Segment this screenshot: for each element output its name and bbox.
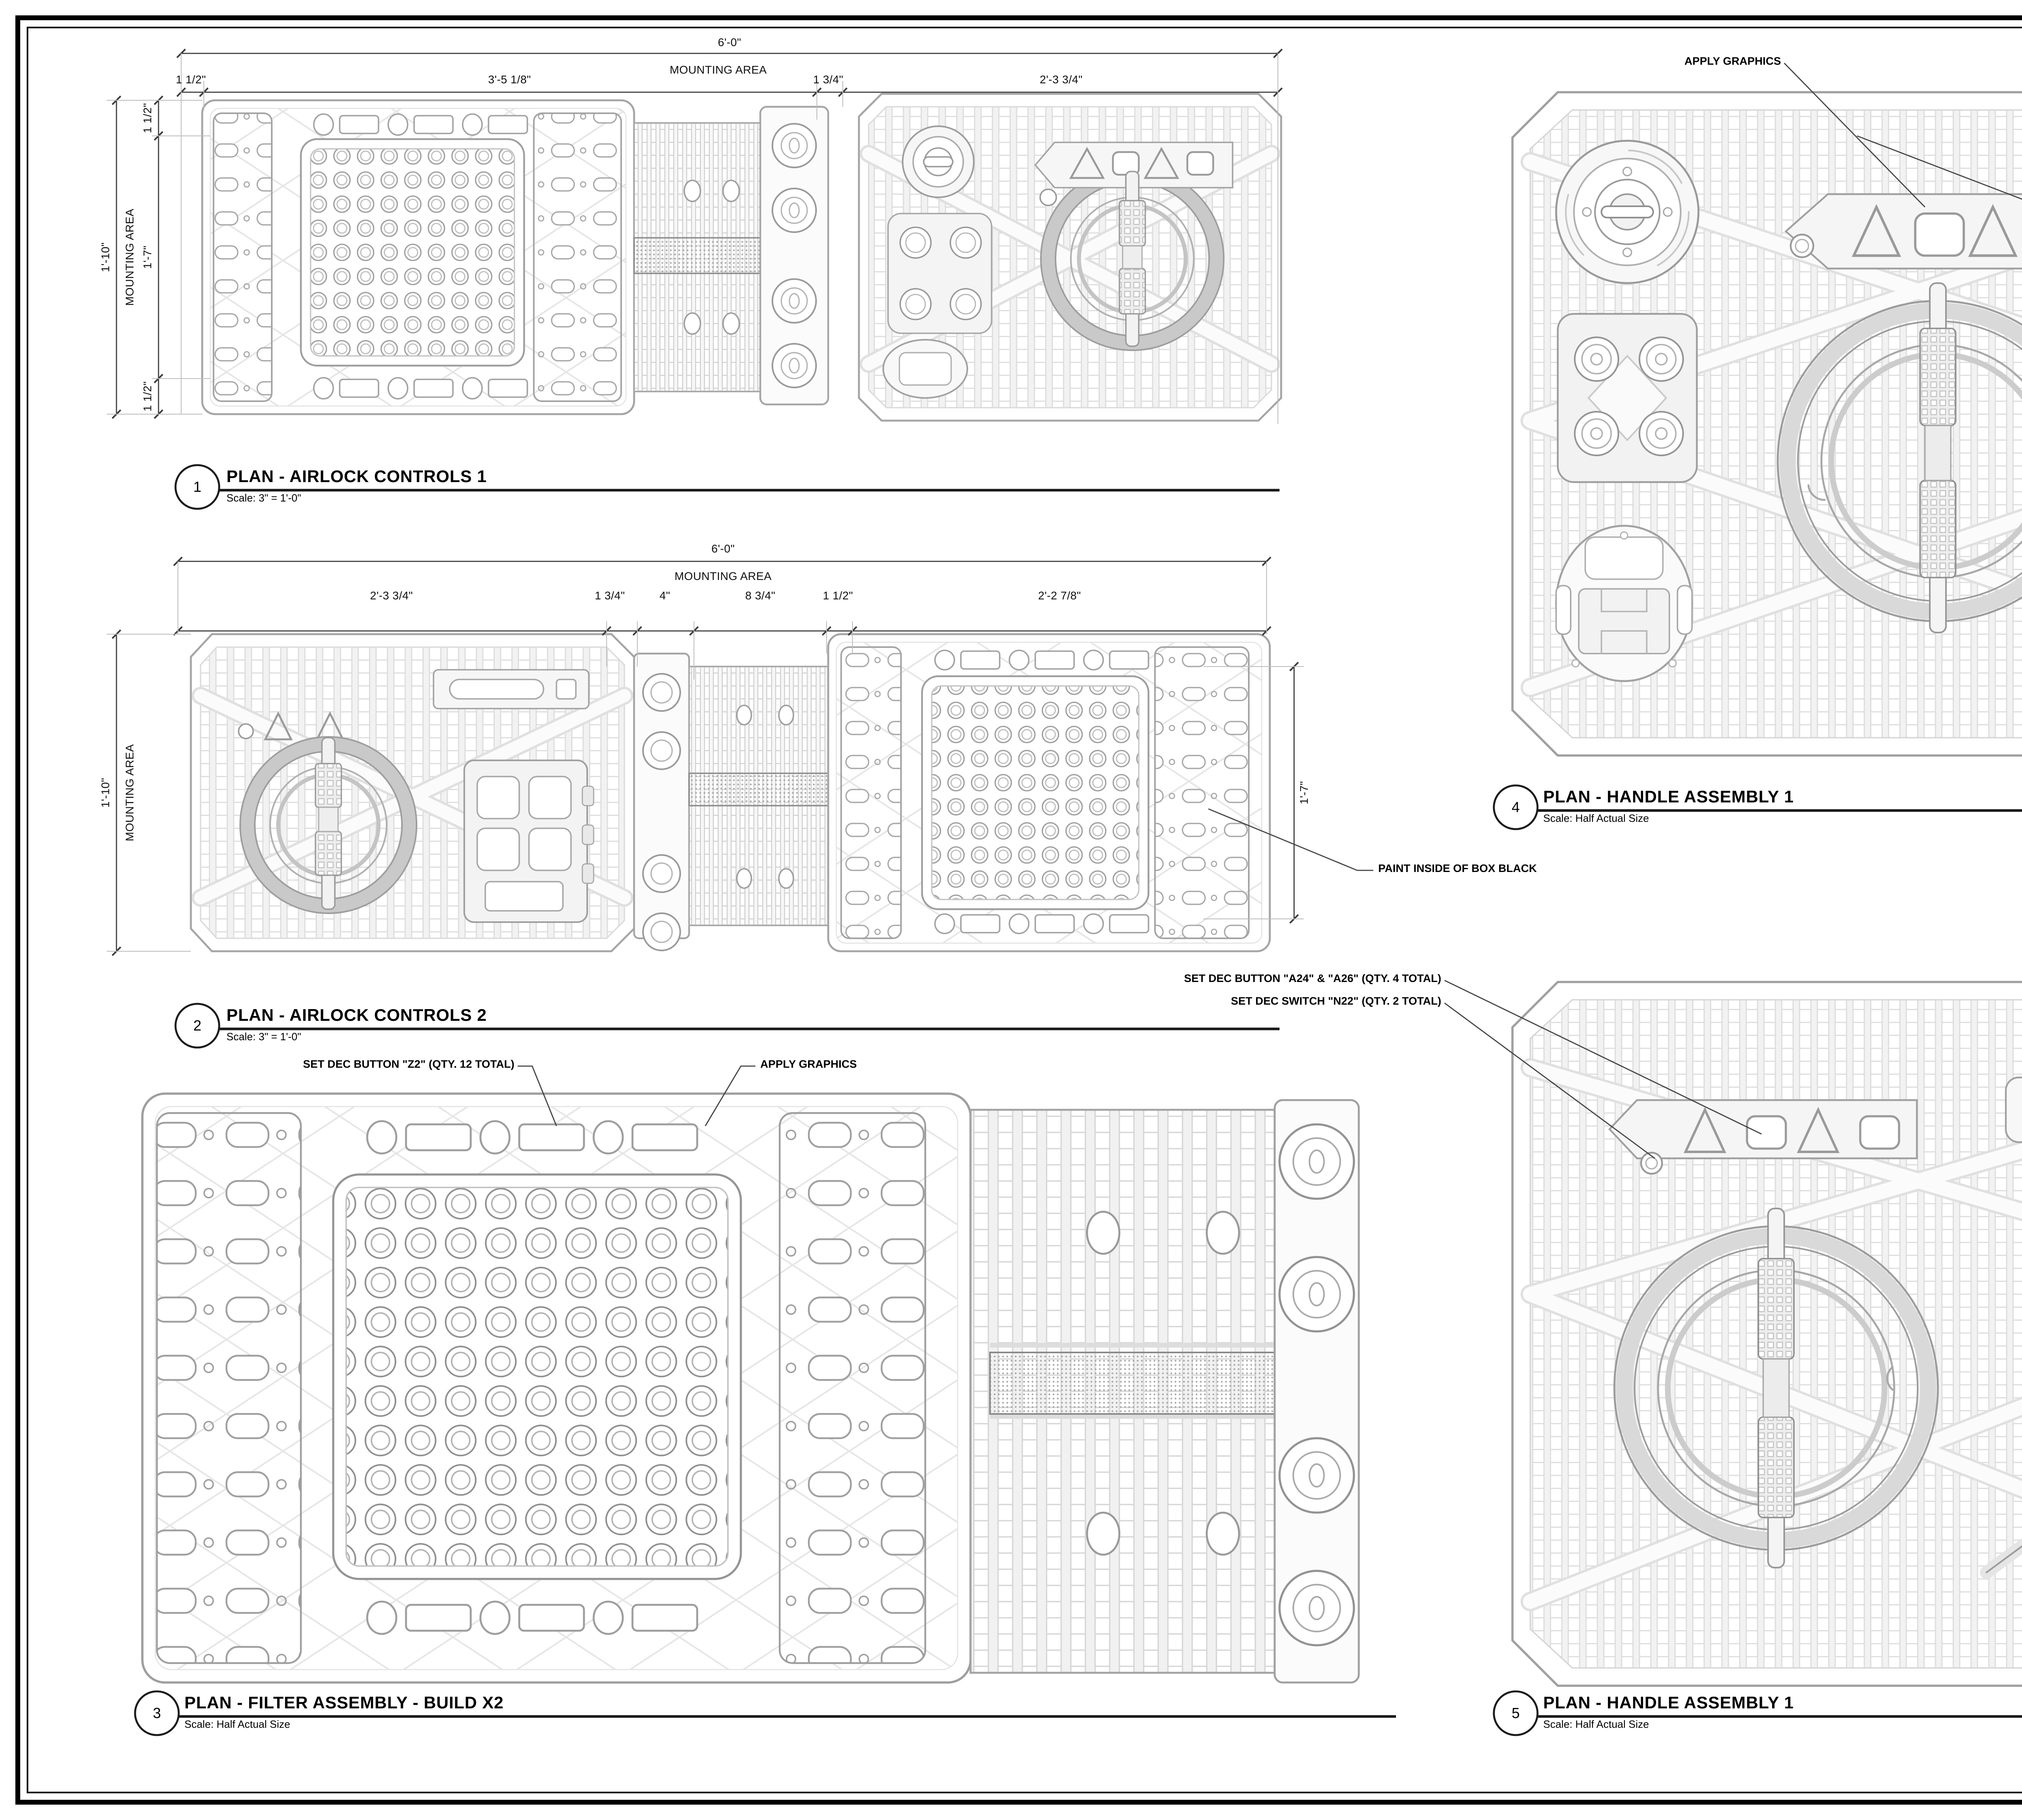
plan4-scale: Scale: Half Actual Size: [1543, 814, 1649, 825]
p1-dim-seg1: 3'-5 1/8": [488, 75, 531, 87]
plan5-number: 5: [1511, 1705, 1520, 1721]
note-apply-graphics-p4: APPLY GRAPHICS: [1684, 57, 1781, 68]
p2-dim-seg2: 4": [659, 591, 670, 603]
note-set-dec-button-a24: SET DEC BUTTON "A24" & "A26" (QTY. 4 TOT…: [1184, 974, 1441, 985]
extension-lines: [107, 53, 1304, 952]
p2-dim-right: 1'-7": [1300, 781, 1311, 804]
plan1-drawing: [201, 93, 1282, 422]
plan4-title: PLAN - HANDLE ASSEMBLY 1: [1543, 788, 1794, 807]
p1-dim-seg0: 1 1/2": [176, 75, 206, 87]
plan3-title: PLAN - FILTER ASSEMBLY - BUILD X2: [184, 1694, 504, 1713]
p1-dim-left-seg0: 1 1/2": [143, 103, 154, 133]
plan-title-marks: [134, 464, 2022, 1736]
plan5-scale: Scale: Half Actual Size: [1543, 1720, 1649, 1731]
note-apply-graphics-p2: APPLY GRAPHICS: [760, 1060, 857, 1071]
plan2-drawing: [190, 633, 1271, 952]
plan5-title: PLAN - HANDLE ASSEMBLY 1: [1543, 1694, 1794, 1713]
p2-dim-left-area: MOUNTING AREA: [125, 744, 137, 842]
plan1-title: PLAN - AIRLOCK CONTROLS 1: [226, 468, 487, 487]
p1-dim-seg2: 1 3/4": [813, 75, 844, 87]
plan4-number: 4: [1511, 799, 1520, 815]
plan5-drawing: [1511, 981, 2022, 1687]
plan3-scale: Scale: Half Actual Size: [184, 1720, 290, 1731]
note-set-dec-switch-n22: SET DEC SWITCH "N22" (QTY. 2 TOTAL): [1231, 997, 1441, 1008]
plan2-scale: Scale: 3" = 1'-0": [226, 1032, 301, 1043]
p2-dim-left-total: 1'-10": [101, 778, 112, 808]
p2-dim-seg4: 1 1/2": [823, 591, 853, 603]
p2-dim-seg5: 2'-2 7/8": [1038, 591, 1081, 603]
p1-dim-left-seg1: 1'-7": [143, 245, 154, 269]
plan2-number: 2: [193, 1018, 202, 1034]
p2-dim-total: 6'-0": [711, 544, 735, 556]
sheet-border: [15, 15, 2022, 1805]
leader-lines: [518, 63, 2022, 1159]
p2-dim-seg0: 2'-3 3/4": [370, 591, 413, 603]
p2-dim-area: MOUNTING AREA: [674, 572, 772, 583]
p1-dim-left-seg2: 1 1/2": [143, 381, 154, 412]
plan1-number: 1: [193, 479, 202, 495]
plan3-drawing: [141, 1092, 1360, 1684]
plan3-number: 3: [152, 1705, 161, 1721]
p1-dim-seg3: 2'-3 3/4": [1039, 75, 1083, 87]
p1-dim-total: 6'-0": [718, 38, 741, 49]
p1-dim-left-total: 1'-10": [101, 242, 112, 272]
p1-dim-area: MOUNTING AREA: [669, 66, 767, 77]
note-set-dec-button-z2: SET DEC BUTTON "Z2" (QTY. 12 TOTAL): [303, 1060, 514, 1071]
note-paint-inside: PAINT INSIDE OF BOX BLACK: [1378, 864, 1537, 875]
p1-dim-left-area: MOUNTING AREA: [125, 208, 137, 306]
plan4-drawing: [1511, 91, 2022, 757]
plan2-title: PLAN - AIRLOCK CONTROLS 2: [226, 1006, 487, 1026]
p2-dim-seg1: 1 3/4": [594, 591, 625, 603]
p2-dim-seg3: 8 3/4": [745, 591, 776, 603]
plan1-scale: Scale: 3" = 1'-0": [226, 493, 301, 505]
